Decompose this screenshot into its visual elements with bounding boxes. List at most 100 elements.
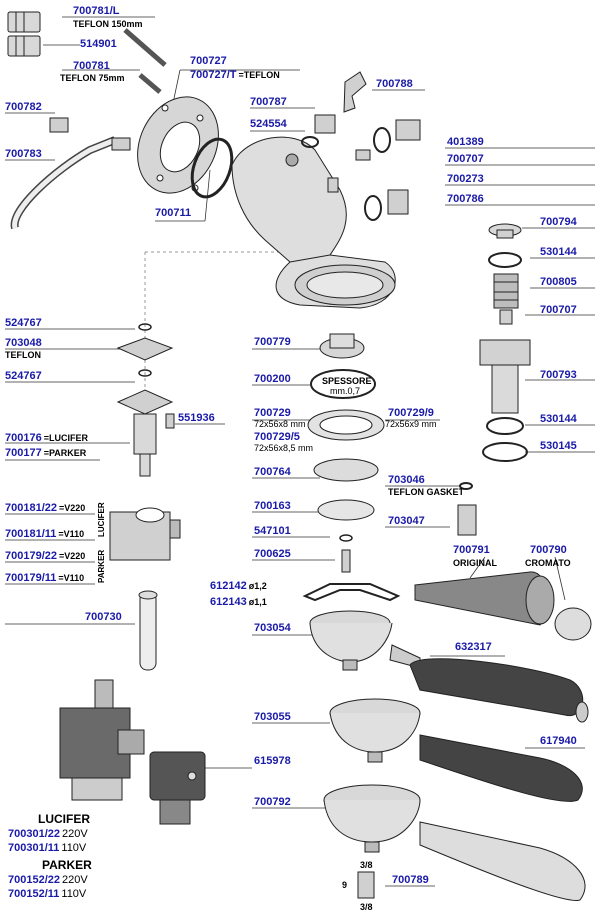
part-612142[interactable]: 612142 bbox=[210, 580, 247, 592]
part-700787[interactable]: 700787 bbox=[250, 96, 287, 108]
part-530144-bottom[interactable]: 530144 bbox=[540, 413, 577, 425]
fitting-700781L bbox=[7, 11, 41, 57]
note-teflon: TEFLON bbox=[5, 350, 41, 360]
part-700301-11-row: 700301/11 110V bbox=[8, 842, 86, 855]
part-700783[interactable]: 700783 bbox=[5, 148, 42, 160]
part-700788[interactable]: 700788 bbox=[376, 78, 413, 90]
part-700152-22-row: 700152/22 220V bbox=[8, 874, 88, 887]
part-700301-11[interactable]: 700301/11 bbox=[8, 842, 60, 854]
part-700152-22[interactable]: 700152/22 bbox=[8, 874, 60, 886]
part-700729[interactable]: 700729 bbox=[254, 407, 291, 419]
part-700792[interactable]: 700792 bbox=[254, 796, 291, 808]
part-612143-row: 612143 ø1,1 bbox=[210, 596, 267, 609]
part-524767-top[interactable]: 524767 bbox=[5, 317, 42, 329]
part-700179-22-row: 700179/22 =V220 bbox=[5, 550, 85, 563]
dim-700729-9: 72x56x9 mm bbox=[385, 419, 437, 429]
note-eq-v110-a: =V110 bbox=[58, 529, 85, 539]
part-700163[interactable]: 700163 bbox=[254, 500, 291, 512]
note-eq-teflon: =TEFLON bbox=[238, 70, 280, 80]
vertical-label-parker: PARKER bbox=[97, 549, 106, 583]
part-700181-22-row: 700181/22 =V220 bbox=[5, 502, 85, 515]
part-700791[interactable]: 700791 bbox=[453, 544, 490, 556]
part-700764[interactable]: 700764 bbox=[254, 466, 291, 478]
part-700781L[interactable]: 700781/L bbox=[73, 5, 120, 17]
part-700727T-row: 700727/T =TEFLON bbox=[190, 69, 280, 82]
part-703047[interactable]: 703047 bbox=[388, 515, 425, 527]
note-eq-v220-b: =V220 bbox=[59, 551, 86, 561]
part-700727T[interactable]: 700727/T bbox=[190, 69, 237, 81]
gasket-spessore: SPESSORE bbox=[322, 376, 372, 386]
part-703055[interactable]: 703055 bbox=[254, 711, 291, 723]
part-530145[interactable]: 530145 bbox=[540, 440, 577, 452]
part-700790[interactable]: 700790 bbox=[530, 544, 567, 556]
part-700179-11[interactable]: 700179/11 bbox=[5, 572, 57, 584]
note-teflon-75: TEFLON 75mm bbox=[60, 73, 125, 83]
part-700727[interactable]: 700727 bbox=[190, 55, 227, 67]
part-700730[interactable]: 700730 bbox=[85, 611, 122, 623]
part-551936[interactable]: 551936 bbox=[178, 412, 215, 424]
part-703046[interactable]: 703046 bbox=[388, 474, 425, 486]
thread-3-8-bottom: 3/8 bbox=[360, 902, 373, 912]
part-700152-11-row: 700152/11 110V bbox=[8, 888, 86, 901]
part-700177[interactable]: 700177 bbox=[5, 447, 42, 459]
note-original: ORIGINAL bbox=[453, 558, 497, 568]
part-700181-11-row: 700181/11 =V110 bbox=[5, 528, 84, 541]
thread-3-8-top: 3/8 bbox=[360, 860, 373, 870]
part-612142-row: 612142 ø1,2 bbox=[210, 580, 267, 593]
part-700793[interactable]: 700793 bbox=[540, 369, 577, 381]
part-700181-22[interactable]: 700181/22 bbox=[5, 502, 57, 514]
part-615978[interactable]: 615978 bbox=[254, 755, 291, 767]
part-703048[interactable]: 703048 bbox=[5, 337, 42, 349]
part-700152-11[interactable]: 700152/11 bbox=[8, 888, 60, 900]
part-700707-top[interactable]: 700707 bbox=[447, 153, 484, 165]
dim-700729-5: 72x56x8,5 mm bbox=[254, 443, 314, 453]
voltage-110-b: 110V bbox=[61, 888, 87, 900]
part-703054[interactable]: 703054 bbox=[254, 622, 291, 634]
part-700786[interactable]: 700786 bbox=[447, 193, 484, 205]
group-head-body bbox=[231, 136, 396, 309]
part-700794[interactable]: 700794 bbox=[540, 216, 577, 228]
voltage-220-b: 220V bbox=[62, 874, 88, 886]
gasket-spessore-value: mm.0,7 bbox=[330, 386, 361, 396]
part-524554[interactable]: 524554 bbox=[250, 118, 287, 130]
diameter-11: ø1,1 bbox=[248, 597, 267, 607]
part-700781[interactable]: 700781 bbox=[73, 60, 110, 72]
part-700729-9[interactable]: 700729/9 bbox=[388, 407, 434, 419]
voltage-110-a: 110V bbox=[61, 842, 87, 854]
part-547101[interactable]: 547101 bbox=[254, 525, 291, 537]
part-700711[interactable]: 700711 bbox=[155, 207, 192, 219]
part-700729-5[interactable]: 700729/5 bbox=[254, 431, 300, 443]
part-700625[interactable]: 700625 bbox=[254, 548, 291, 560]
part-700179-11-row: 700179/11 =V110 bbox=[5, 572, 84, 585]
note-teflon-gasket: TEFLON GASKET bbox=[388, 487, 464, 497]
part-700805[interactable]: 700805 bbox=[540, 276, 577, 288]
part-700301-22-row: 700301/22 220V bbox=[8, 828, 88, 841]
header-parker: PARKER bbox=[42, 858, 92, 872]
part-700176[interactable]: 700176 bbox=[5, 432, 42, 444]
voltage-220-a: 220V bbox=[62, 828, 88, 840]
part-524767-bottom[interactable]: 524767 bbox=[5, 370, 42, 382]
dimension-9: 9 bbox=[342, 880, 348, 890]
part-700782[interactable]: 700782 bbox=[5, 101, 42, 113]
part-700301-22[interactable]: 700301/22 bbox=[8, 828, 60, 840]
part-700181-11[interactable]: 700181/11 bbox=[5, 528, 57, 540]
part-700779[interactable]: 700779 bbox=[254, 336, 291, 348]
note-eq-v110-b: =V110 bbox=[58, 573, 85, 583]
part-700707-right[interactable]: 700707 bbox=[540, 304, 577, 316]
part-700176-row: 700176 =LUCIFER bbox=[5, 432, 88, 445]
part-617940[interactable]: 617940 bbox=[540, 735, 577, 747]
part-700200[interactable]: 700200 bbox=[254, 373, 291, 385]
part-612143[interactable]: 612143 bbox=[210, 596, 247, 608]
part-514901[interactable]: 514901 bbox=[80, 38, 117, 50]
part-700273[interactable]: 700273 bbox=[447, 173, 484, 185]
note-eq-v220-a: =V220 bbox=[59, 503, 86, 513]
part-700177-row: 700177 =PARKER bbox=[5, 447, 86, 460]
note-teflon-150: TEFLON 150mm bbox=[73, 19, 143, 29]
part-700789[interactable]: 700789 bbox=[392, 874, 429, 886]
part-632317[interactable]: 632317 bbox=[455, 641, 492, 653]
part-530144-top[interactable]: 530144 bbox=[540, 246, 577, 258]
part-401389[interactable]: 401389 bbox=[447, 136, 484, 148]
note-cromato: CROMATO bbox=[525, 558, 571, 568]
part-700179-22[interactable]: 700179/22 bbox=[5, 550, 57, 562]
